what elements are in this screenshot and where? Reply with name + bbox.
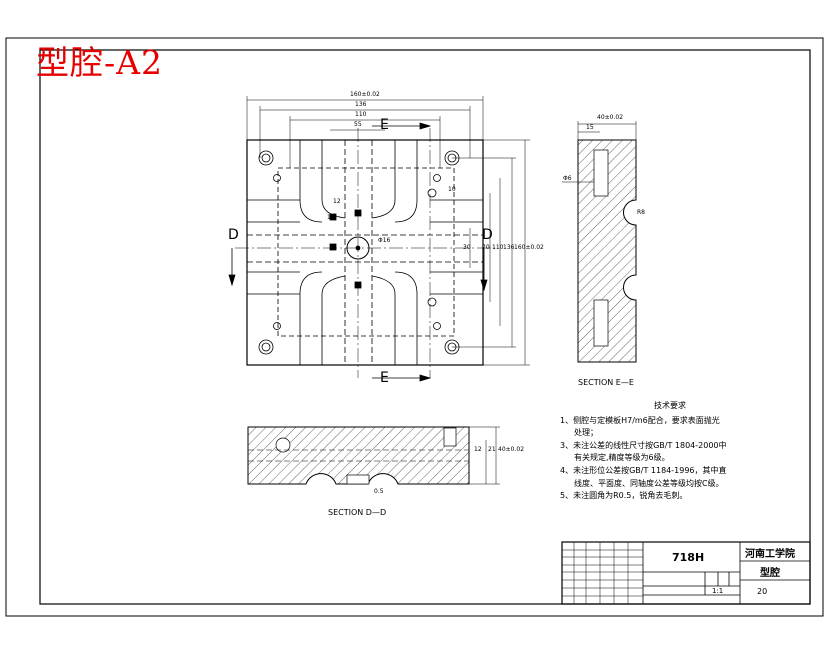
dim-center-bore: Φ16 xyxy=(378,237,391,244)
dim-right-160: 160±0.02 xyxy=(514,244,544,251)
dim-right-136: 136 xyxy=(503,244,515,251)
section-d-view xyxy=(247,426,500,485)
section-d-dim-21: 21 xyxy=(488,446,496,453)
cut-letter-e-top: E xyxy=(380,117,389,133)
cut-letter-d-left: D xyxy=(228,227,239,243)
dim-right-110: 110 xyxy=(492,244,504,251)
dim-small: 1.5 xyxy=(327,214,337,221)
dim-right-30: 30 xyxy=(463,244,471,251)
tech-note-1: 1、侧腔与定模板H7/m6配合，要求表面抛光 xyxy=(560,415,720,425)
title-block xyxy=(561,541,811,605)
title-block-part-name: 型腔 xyxy=(760,568,780,579)
dim-top-12: 12 xyxy=(333,198,341,205)
section-e-view xyxy=(562,121,637,363)
tech-notes: 技术要求 1、侧腔与定模板H7/m6配合，要求表面抛光 处理； 3、未注公差的线… xyxy=(560,400,760,503)
tech-note-3-cont: 有关规定,精度等级为6级。 xyxy=(574,453,670,463)
section-e-dim-r8: R8 xyxy=(637,209,645,216)
dim-top-110: 110 xyxy=(355,111,367,118)
tech-note-4-cont: 线度、平面度、同轴度公差等级均按C级。 xyxy=(574,478,724,488)
section-e-dim-40: 40±0.02 xyxy=(597,114,624,121)
top-view xyxy=(228,96,530,382)
tech-note-1-cont: 处理； xyxy=(574,428,598,438)
dim-top-136: 136 xyxy=(355,101,367,108)
sheet-title: 型腔-A2 xyxy=(36,43,163,82)
section-e-label: SECTION E—E xyxy=(578,378,634,387)
section-e-dim-d6: Φ6 xyxy=(563,175,572,182)
title-block-material: 718H xyxy=(672,551,705,564)
sheet-inner-border xyxy=(39,49,811,605)
dim-right-10: 10 xyxy=(448,186,456,193)
section-d-dim-12: 12 xyxy=(474,446,482,453)
sheet-outer-border xyxy=(5,37,824,617)
tech-note-3: 3、未注公差的线性尺寸按GB/T 1804-2000中 xyxy=(560,440,727,450)
tech-notes-heading: 技术要求 xyxy=(654,401,686,410)
title-block-drawing-no: 20 xyxy=(757,587,768,596)
dim-top-55: 55 xyxy=(354,121,362,128)
section-d-label: SECTION D—D xyxy=(328,508,387,517)
cut-letter-d-right: D xyxy=(482,227,493,243)
title-block-school: 河南工学院 xyxy=(745,549,795,560)
title-block-scale: 1:1 xyxy=(712,587,724,595)
section-e-dim-15: 15 xyxy=(586,124,594,131)
section-d-dim-40: 40±0.02 xyxy=(498,446,525,453)
dim-top-160: 160±0.02 xyxy=(350,91,380,98)
tech-note-5: 5、未注圆角为R0.5，锐角去毛刺。 xyxy=(560,491,688,501)
section-d-dim-05: 0.5 xyxy=(374,488,384,495)
cut-letter-e-bottom: E xyxy=(380,370,389,386)
dim-right-70: 70 xyxy=(482,244,490,251)
tech-note-4: 4、未注形位公差按GB/T 1184-1996，其中直 xyxy=(560,465,727,475)
